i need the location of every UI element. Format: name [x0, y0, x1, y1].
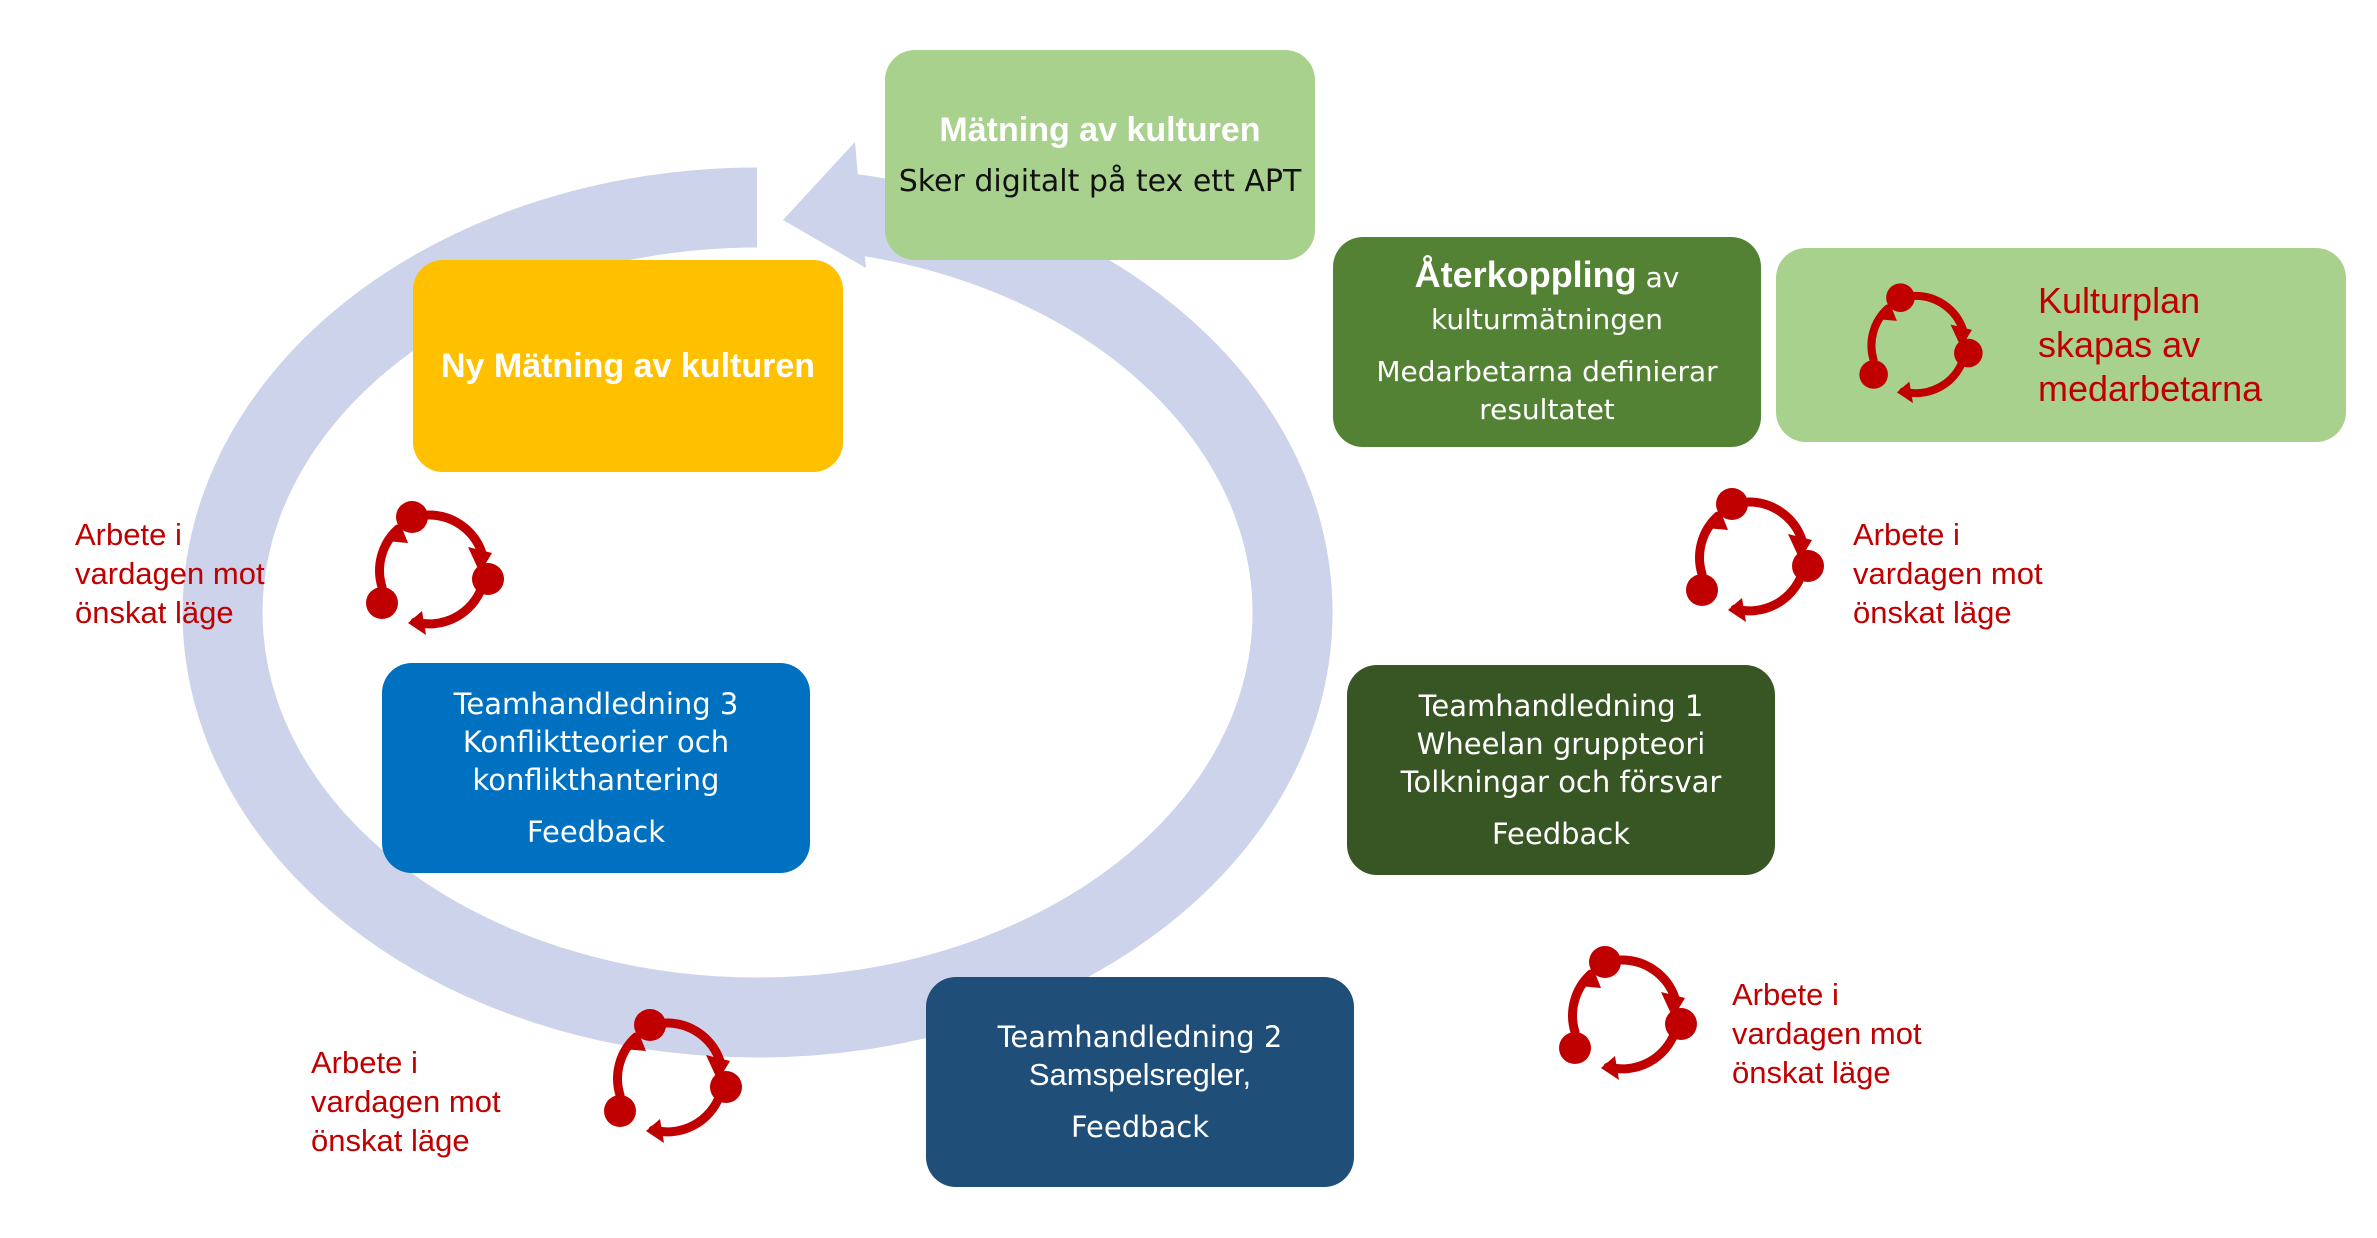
team3-line2: konflikthantering	[472, 763, 720, 797]
arbete-note-right-bottom: Arbete i vardagen mot önskat läge	[1732, 975, 1922, 1092]
matning-box: Mätning av kulturen Sker digitalt på tex…	[885, 50, 1315, 260]
team2-line1: Samspelsregler,	[1028, 1057, 1252, 1092]
cycle-arrows-icon	[366, 501, 504, 635]
cycle-ring-arrowhead	[783, 142, 866, 268]
aterkoppling-box: Återkoppling av kulturmätningen Medarbet…	[1333, 237, 1761, 447]
aterkoppling-title-line2: kulturmätningen	[1430, 302, 1664, 336]
arbete-note-line2: vardagen mot	[311, 1084, 501, 1119]
arbete-note-line3: önskat läge	[311, 1123, 470, 1158]
team3-title: Teamhandledning 3	[453, 687, 739, 721]
arbete-note-left: Arbete i vardagen mot önskat läge	[75, 515, 265, 632]
aterkoppling-title-bold: Återkoppling	[1414, 253, 1637, 295]
cycle-arrows-icon	[1859, 283, 1983, 404]
ny-matning-box: Ny Mätning av kulturen	[413, 260, 843, 472]
cycle-arrows-icon	[1686, 488, 1824, 622]
cycle-ring-band	[182, 167, 1333, 1058]
ny-matning-title: Ny Mätning av kulturen	[440, 346, 816, 385]
kulturplan-line2: skapas av	[2038, 324, 2201, 365]
arbete-note-bottom-left: Arbete i vardagen mot önskat läge	[311, 1043, 501, 1160]
cycle-arrows-icon	[1559, 946, 1697, 1080]
team2-feedback: Feedback	[1070, 1110, 1210, 1144]
team2-title: Teamhandledning 2	[997, 1020, 1283, 1054]
matning-subtitle: Sker digitalt på tex ett APT	[898, 164, 1302, 199]
arbete-note-line3: önskat läge	[1732, 1055, 1891, 1090]
team3-box: Teamhandledning 3 Konfliktteorier och ko…	[382, 663, 810, 873]
kulturplan-box: Kulturplan skapas av medarbetarna	[1776, 248, 2346, 442]
arbete-note-line2: vardagen mot	[1732, 1016, 1922, 1051]
kulturplan-line3: medarbetarna	[2038, 368, 2263, 409]
aterkoppling-desc-line1: Medarbetarna definierar	[1376, 354, 1718, 388]
arbete-note-right-top: Arbete i vardagen mot önskat läge	[1853, 515, 2043, 632]
team1-box: Teamhandledning 1 Wheelan gruppteori Tol…	[1347, 665, 1775, 875]
matning-title: Mätning av kulturen	[939, 111, 1261, 149]
arbete-note-line1: Arbete i	[75, 517, 182, 552]
arbete-note-line3: önskat läge	[75, 595, 234, 630]
team1-feedback: Feedback	[1491, 817, 1631, 851]
team1-line1: Wheelan gruppteori	[1416, 727, 1706, 761]
cycle-arrows-icon	[604, 1009, 742, 1143]
team2-box: Teamhandledning 2 Samspelsregler, Feedba…	[926, 977, 1354, 1187]
team1-line2: Tolkningar och försvar	[1400, 765, 1722, 799]
arbete-note-line1: Arbete i	[1853, 517, 1960, 552]
team3-line1: Konfliktteorier och	[462, 725, 730, 759]
aterkoppling-title-rest: av	[1636, 260, 1680, 294]
team1-title: Teamhandledning 1	[1418, 689, 1704, 723]
arbete-note-line1: Arbete i	[311, 1045, 418, 1080]
arbete-note-line1: Arbete i	[1732, 977, 1839, 1012]
arbete-note-line2: vardagen mot	[75, 556, 265, 591]
arbete-note-line2: vardagen mot	[1853, 556, 2043, 591]
aterkoppling-desc-line2: resultatet	[1479, 392, 1615, 426]
kulturplan-line1: Kulturplan	[2038, 280, 2201, 321]
arbete-note-line3: önskat läge	[1853, 595, 2012, 630]
kulturplan-text: Kulturplan skapas av medarbetarna	[2038, 279, 2262, 411]
aterkoppling-title: Återkoppling av	[1415, 256, 1680, 301]
team3-feedback: Feedback	[526, 815, 666, 849]
